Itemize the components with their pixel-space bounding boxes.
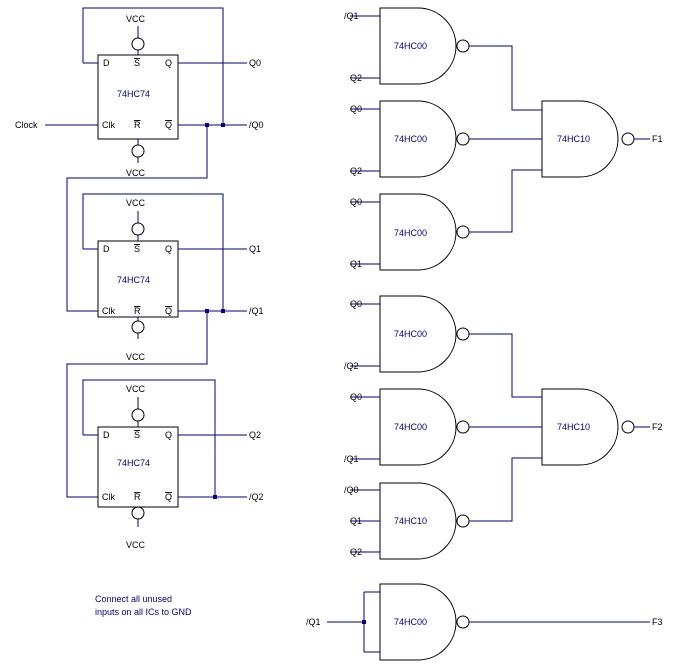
- ff1-out-q: Q1: [249, 244, 261, 254]
- ff1-vcc-top: VCC: [126, 198, 146, 208]
- ff1-pin-s: S: [134, 244, 140, 254]
- ff0-pin-s: S: [134, 58, 140, 68]
- ff2-pin-r: R: [134, 492, 141, 502]
- ff0-part: 74HC74: [117, 89, 150, 99]
- ff1-pin-d: D: [103, 244, 110, 254]
- flip-flop-2: D S Q 74HC74 Clk R Q VCC VCC Q2 /Q2: [82, 379, 264, 550]
- ff1-vcc-bottom: VCC: [126, 352, 146, 362]
- gate5-in-b: /Q2: [344, 361, 359, 371]
- ff2-vcc-top: VCC: [126, 384, 146, 394]
- ff0-out-qbar: /Q0: [249, 120, 264, 130]
- ff0-pin-r: R: [134, 120, 141, 130]
- ff1-out-qbar: /Q1: [249, 306, 264, 316]
- ff0-pin-d: D: [103, 58, 110, 68]
- gate-f1-part: 74HC10: [557, 134, 590, 144]
- gate3-in-b: Q1: [350, 259, 362, 269]
- ff2-reset-bubble: [131, 506, 145, 520]
- gate3-in-a: Q0: [350, 197, 362, 207]
- ff2-pin-d: D: [103, 430, 110, 440]
- note-line-2: inputs on all ICs to GND: [95, 607, 192, 617]
- ff2-junction: [213, 495, 217, 499]
- nand3-gate-f2: 74HC10 F2: [541, 388, 663, 466]
- ff1-body: [97, 240, 179, 318]
- gate1-in-a: /Q1: [344, 11, 359, 21]
- gate2-part: 74HC00: [394, 134, 427, 144]
- gate7-in-c: Q2: [350, 547, 362, 557]
- gate1-in-b: Q2: [350, 73, 362, 83]
- nand3-gate-f1: 74HC10 F1: [541, 100, 663, 178]
- ff2-pin-qbar: Q: [165, 492, 172, 502]
- gate6-part: 74HC00: [394, 422, 427, 432]
- gate5-in-a: Q0: [350, 299, 362, 309]
- nand-gate-5: 74HC00 Q0 /Q2: [344, 295, 542, 398]
- ff0-junction-b: [221, 123, 225, 127]
- ff1-junction-b: [221, 309, 225, 313]
- ff1-reset-bubble: [131, 320, 145, 334]
- output-f3: F3: [652, 617, 663, 627]
- flip-flop-1: D S Q 74HC74 Clk R Q VCC VCC Q1 /Q1: [82, 193, 264, 362]
- nand-gate-6: 74HC00 Q0 /Q1: [344, 388, 542, 466]
- ff2-pin-clk: Clk: [102, 492, 115, 502]
- ff1-pin-r: R: [134, 306, 141, 316]
- ff2-out-q: Q2: [249, 430, 261, 440]
- ff0-reset-bubble: [131, 144, 145, 158]
- gate6-in-a: Q0: [350, 392, 362, 402]
- gate2-in-a: Q0: [350, 104, 362, 114]
- gate3-part: 74HC00: [394, 228, 427, 238]
- nand-gate-2: 74HC00 Q0 Q2: [350, 100, 542, 178]
- nand-gate-f3: 74HC00 /Q1 F3: [306, 583, 663, 661]
- gate7-in-a: /Q0: [344, 485, 359, 495]
- gate7-part: 74HC10: [394, 516, 427, 526]
- output-f1: F1: [652, 134, 663, 144]
- gate1-part: 74HC00: [394, 41, 427, 51]
- gate7-in-b: Q1: [350, 516, 362, 526]
- gate5-part: 74HC00: [394, 329, 427, 339]
- gate2-in-b: Q2: [350, 166, 362, 176]
- nand-gate-3: 74HC00 Q0 Q1: [350, 169, 542, 271]
- ff0-pin-qbar: Q: [165, 120, 172, 130]
- ff2-pin-q: Q: [165, 430, 172, 440]
- ff2-set-bubble: [131, 408, 145, 422]
- ff0-pin-q: Q: [165, 58, 172, 68]
- gate-f3-in: /Q1: [306, 617, 321, 627]
- ff1-pin-qbar: Q: [165, 306, 172, 316]
- note-line-1: Connect all unused: [95, 594, 172, 604]
- nand-gate-1: 74HC00 /Q1 Q2: [344, 7, 542, 111]
- ff2-part: 74HC74: [117, 458, 150, 468]
- gate-f2-part: 74HC10: [557, 422, 590, 432]
- ff1-pin-clk: Clk: [102, 306, 115, 316]
- link-ff1-ff2: [66, 311, 208, 498]
- ff0-pin-clk: Clk: [102, 120, 115, 130]
- ff1-pin-q: Q: [165, 244, 172, 254]
- ff0-body: [97, 54, 179, 140]
- flip-flop-0: D S Q 74HC74 Clk R Q VCC VCC Q0 /Q0 Cloc…: [15, 7, 264, 178]
- ff1-set-bubble: [131, 222, 145, 236]
- ff1-part: 74HC74: [117, 275, 150, 285]
- ff0-out-q: Q0: [249, 58, 261, 68]
- output-f2: F2: [652, 422, 663, 432]
- ff2-pin-s: S: [134, 430, 140, 440]
- gate6-in-b: /Q1: [344, 454, 359, 464]
- f3-junction: [362, 620, 366, 624]
- ff2-out-qbar: /Q2: [249, 492, 264, 502]
- nand3-gate-7: 74HC10 /Q0 Q1 Q2: [344, 457, 542, 560]
- ff2-vcc-bottom: VCC: [126, 540, 146, 550]
- ff0-vcc-top: VCC: [126, 14, 146, 24]
- ff0-vcc-bottom: VCC: [126, 168, 146, 178]
- ff2-body: [97, 426, 179, 508]
- link-ff0-ff1: [66, 125, 208, 312]
- gate-f3-part: 74HC00: [394, 617, 427, 627]
- clock-label: Clock: [15, 120, 38, 130]
- ff0-set-bubble: [131, 37, 145, 51]
